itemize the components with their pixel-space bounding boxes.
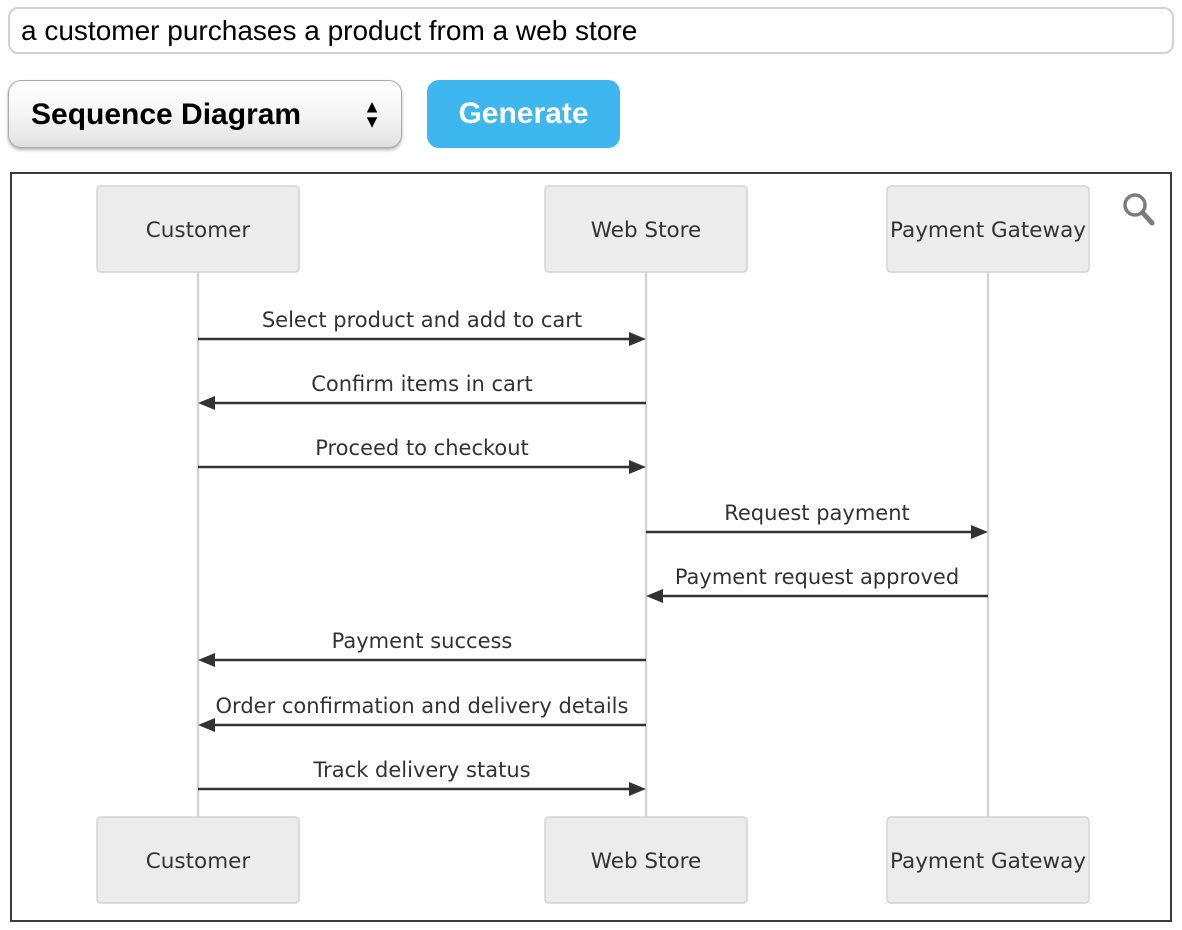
message-label: Payment request approved: [675, 565, 959, 589]
diagram-type-select[interactable]: Sequence Diagram: [8, 80, 402, 148]
magnifier-icon[interactable]: [1123, 193, 1155, 226]
actor-box: [544, 185, 748, 273]
prompt-input[interactable]: [8, 7, 1174, 54]
message-label: Track delivery status: [312, 758, 530, 782]
message-arrowhead: [629, 782, 646, 796]
actor-label: Payment Gateway: [890, 849, 1086, 874]
message-label: Proceed to checkout: [315, 436, 529, 460]
actor-box: [96, 816, 300, 904]
actor-box: [96, 185, 300, 273]
message-arrowhead: [971, 525, 988, 539]
generate-button[interactable]: Generate: [427, 80, 620, 148]
actor-label: Payment Gateway: [890, 218, 1086, 243]
magnifier-handle: [1140, 210, 1155, 226]
diagram-type-select-wrap: Sequence Diagram ▲ ▼: [8, 80, 402, 148]
actor-label: Web Store: [591, 849, 702, 874]
message-label: Select product and add to cart: [262, 308, 582, 332]
message-arrowhead: [198, 396, 215, 410]
message-arrowhead: [646, 589, 663, 603]
message-arrowhead: [629, 460, 646, 474]
actor-label: Customer: [146, 849, 251, 874]
message-arrowhead: [198, 718, 215, 732]
message-label: Order confirmation and delivery details: [216, 694, 629, 718]
message-arrowhead: [198, 653, 215, 667]
actor-box: [886, 185, 1090, 273]
message-label: Payment success: [332, 629, 513, 653]
actor-label: Web Store: [591, 218, 702, 243]
message-label: Confirm items in cart: [311, 372, 533, 396]
actor-label: Customer: [146, 218, 251, 243]
magnifier-lens: [1123, 193, 1147, 217]
actor-box: [886, 816, 1090, 904]
actor-box: [544, 816, 748, 904]
message-label: Request payment: [724, 501, 910, 525]
message-arrowhead: [629, 332, 646, 346]
